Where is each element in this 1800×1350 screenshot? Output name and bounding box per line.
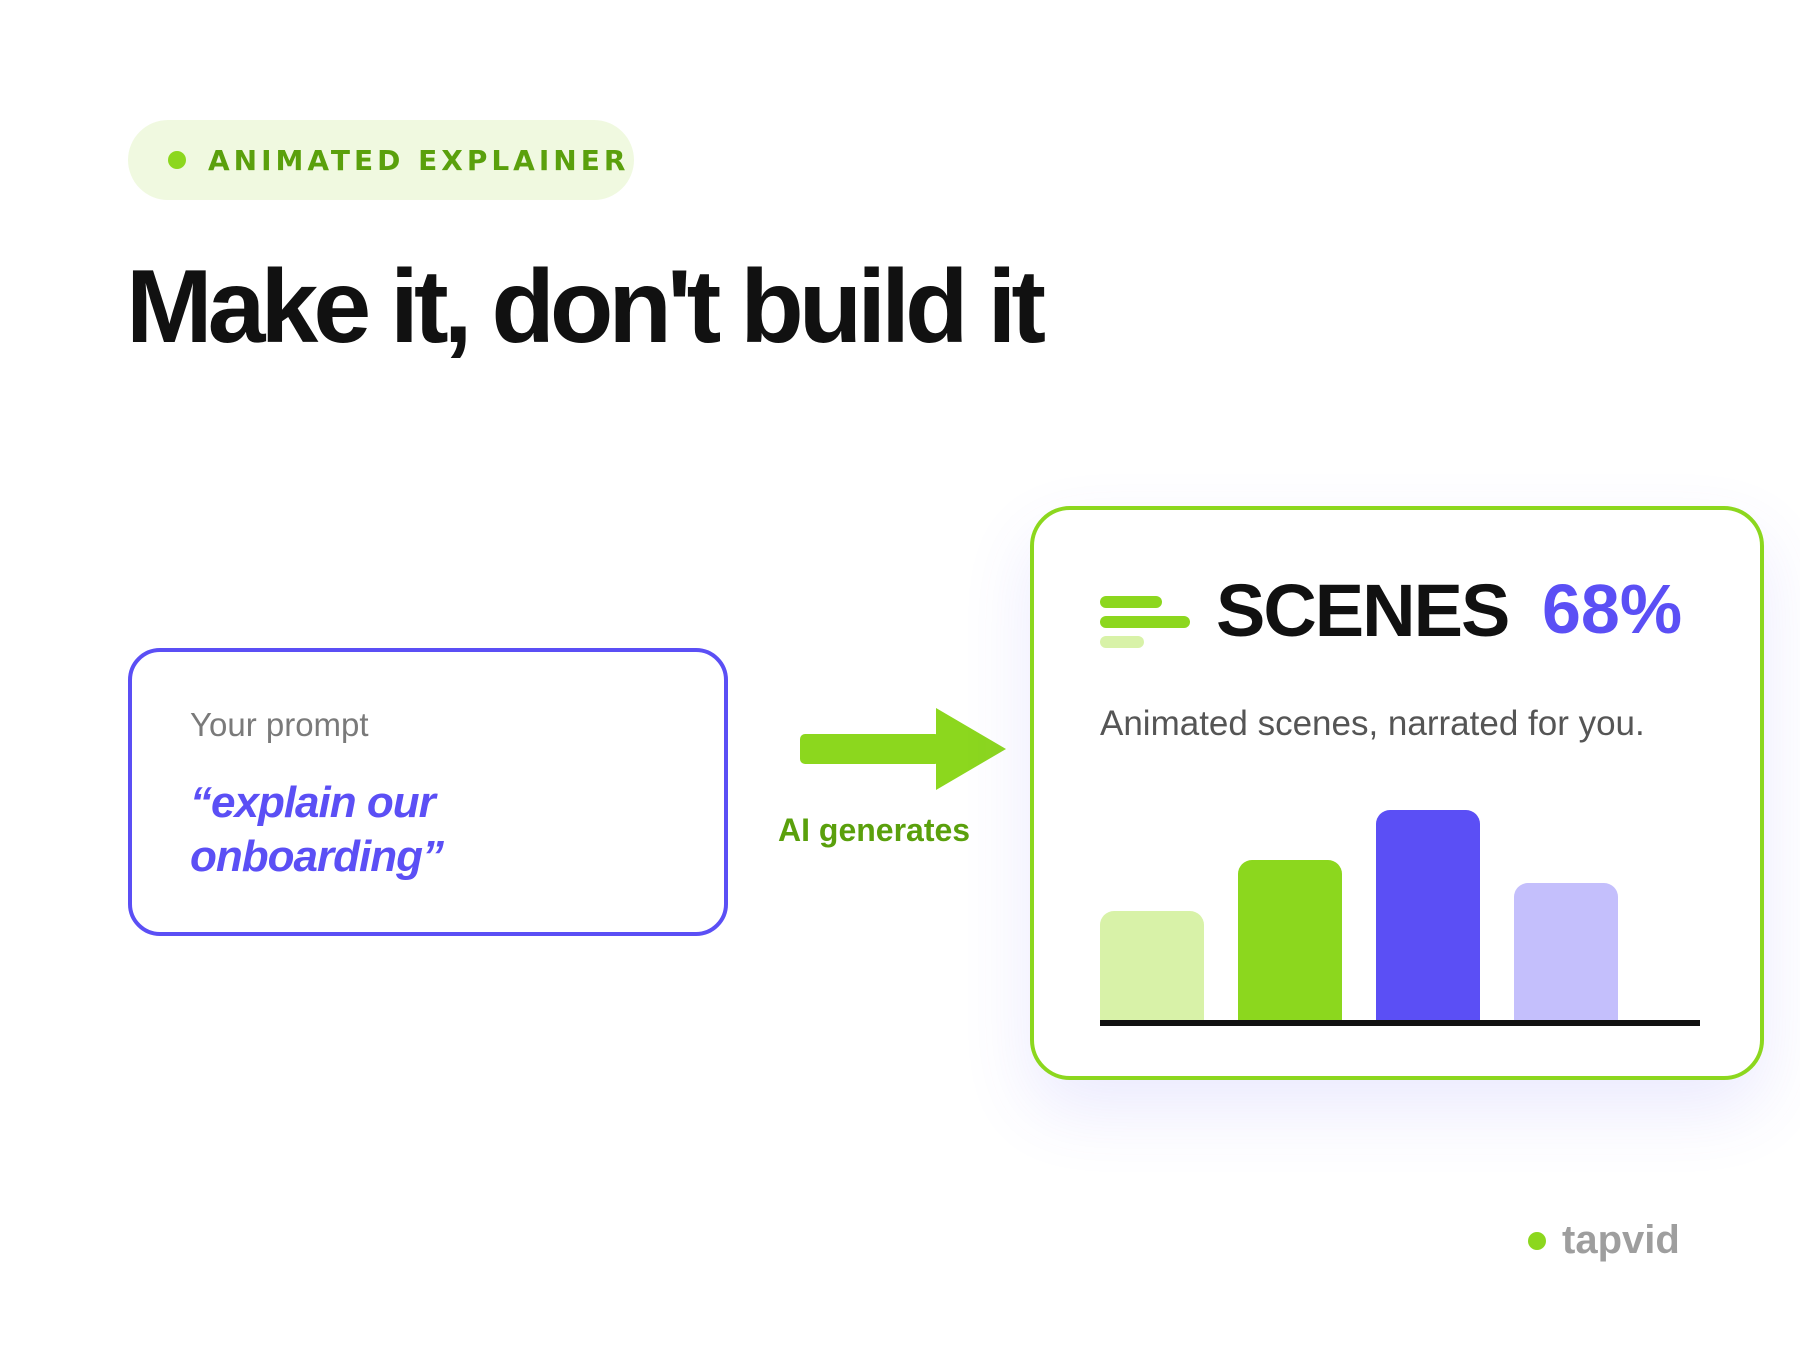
scenes-percentage: 68% xyxy=(1542,570,1683,648)
scenes-title: SCENES xyxy=(1216,569,1510,652)
badge-label: ANIMATED EXPLAINER xyxy=(208,143,630,177)
arrow-right-icon xyxy=(800,708,1006,790)
chart-baseline xyxy=(1100,1020,1700,1026)
prompt-card: Your prompt “explain our onboarding” xyxy=(128,648,728,936)
brand-name: tapvid xyxy=(1562,1218,1680,1262)
lines-menu-icon xyxy=(1100,590,1190,652)
arrow-caption: AI generates xyxy=(778,812,971,848)
category-badge: ANIMATED EXPLAINER xyxy=(128,120,634,200)
prompt-label: Your prompt xyxy=(190,706,369,743)
chart-bar xyxy=(1238,860,1342,1020)
brand-dot-icon xyxy=(1528,1231,1546,1250)
prompt-text: “explain our onboarding” xyxy=(190,778,444,881)
chart-bar xyxy=(1100,911,1204,1020)
bar-chart xyxy=(1100,800,1700,1026)
scenes-description: Animated scenes, narrated for you. xyxy=(1100,704,1645,743)
status-dot-icon xyxy=(168,151,186,169)
brand-logo: tapvid xyxy=(1528,1218,1680,1263)
chart-bar xyxy=(1514,883,1618,1020)
scenes-card: SCENES 68% Animated scenes, narrated for… xyxy=(1030,506,1764,1080)
page-title: Make it, don't build it xyxy=(126,249,1046,365)
chart-bar xyxy=(1376,810,1480,1020)
